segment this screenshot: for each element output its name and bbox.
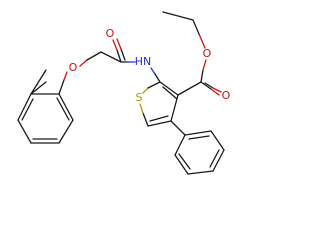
atom-nh: HN bbox=[135, 55, 152, 68]
atom-o-ester-alkoxy: O bbox=[203, 47, 212, 60]
atom-labels: O HN O S O O bbox=[69, 27, 231, 104]
atom-o-ether: O bbox=[69, 61, 78, 74]
atom-o-ester-carbonyl: O bbox=[222, 89, 231, 102]
chemical-structure: O HN O S O O bbox=[17, 11, 231, 175]
atom-o-amide-carbonyl: O bbox=[106, 27, 115, 40]
atom-s-thiophene: S bbox=[136, 91, 143, 104]
bond-lines bbox=[17, 11, 225, 175]
